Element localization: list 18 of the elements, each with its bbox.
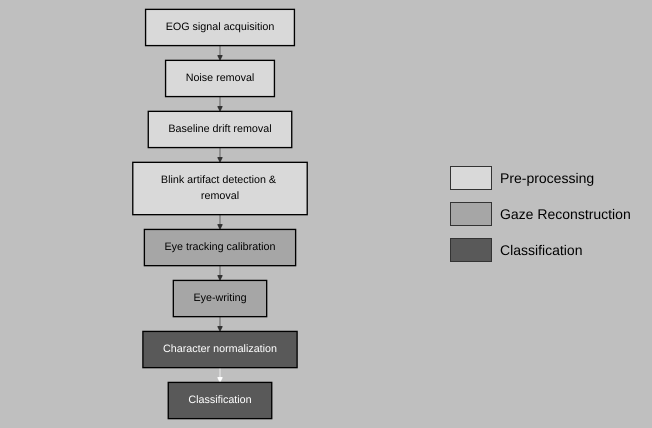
- node-box: Character normalization: [142, 330, 298, 368]
- legend-label: Classification: [500, 242, 582, 258]
- node-box: Blink artifact detection & removal: [132, 162, 308, 216]
- arrow: [217, 147, 223, 163]
- arrow: [217, 316, 223, 332]
- node-box: Baseline drift removal: [148, 110, 292, 148]
- arrow: [217, 214, 223, 230]
- node-box: EOG signal acquisition: [144, 8, 296, 46]
- arrow: [217, 265, 223, 281]
- arrow: [217, 96, 223, 112]
- node-box: Noise removal: [164, 60, 276, 98]
- node-box: Eye-writing: [172, 280, 268, 318]
- node-box: Eye tracking calibration: [144, 228, 296, 266]
- arrow: [217, 367, 223, 383]
- arrow: [217, 45, 223, 61]
- legend-label: Gaze Reconstruction: [500, 206, 631, 222]
- legend-label: Pre-processing: [500, 170, 594, 186]
- node-box: Classification: [168, 382, 272, 420]
